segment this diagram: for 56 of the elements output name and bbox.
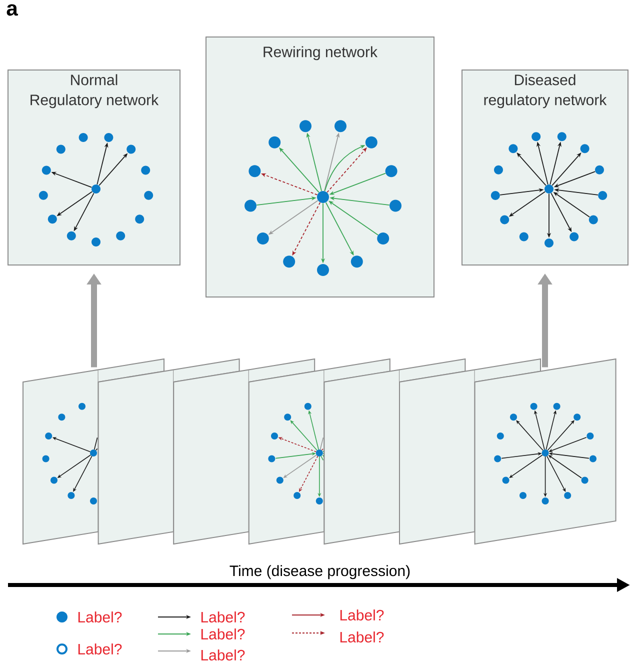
network-node — [48, 214, 57, 224]
legend-label: Label? — [340, 631, 384, 642]
network-panel: Normal Regulatory network — [8, 70, 180, 266]
network-node — [570, 232, 579, 242]
network-node — [500, 215, 510, 224]
network-node — [38, 190, 48, 200]
network-panel: Rewiring network — [206, 36, 434, 298]
network-panel: Diseased regulatory network — [462, 70, 628, 266]
hub-node — [92, 184, 100, 194]
network-node — [390, 200, 402, 212]
hub-node — [544, 184, 554, 194]
axis-label: Time (disease progression) — [230, 565, 410, 580]
network-node — [135, 214, 144, 224]
network-node — [508, 144, 518, 154]
network-node — [377, 232, 390, 244]
network-node — [116, 231, 126, 240]
network-node — [144, 190, 154, 200]
network-node — [588, 215, 598, 224]
network-node — [248, 165, 261, 178]
network-node — [268, 136, 281, 148]
network-node — [580, 144, 590, 154]
network-node — [244, 200, 256, 212]
network-node — [256, 232, 269, 244]
legend-label: Label? — [78, 643, 122, 654]
legend-label: Label? — [201, 649, 245, 660]
panel-letter: a — [6, 4, 18, 16]
hub-node — [317, 191, 329, 203]
network-node — [56, 144, 66, 154]
network-node — [104, 133, 114, 142]
network-node — [92, 238, 100, 246]
network-node — [365, 136, 378, 148]
network-node — [317, 264, 329, 276]
network-node — [557, 132, 566, 142]
network-node — [519, 232, 528, 242]
network-node — [595, 165, 604, 174]
network-node — [532, 132, 541, 142]
arrow — [552, 152, 582, 186]
network-node — [544, 238, 554, 248]
network-node — [126, 144, 136, 154]
network-node — [598, 191, 608, 200]
legend-label: Label? — [340, 609, 384, 620]
network-node — [350, 256, 363, 268]
legend-label: Label? — [201, 611, 245, 622]
network-node — [490, 191, 500, 200]
network-node — [66, 231, 76, 240]
arrow — [516, 152, 546, 186]
network-node — [385, 165, 398, 178]
legend-label: Label? — [201, 628, 245, 640]
network-node — [78, 133, 88, 142]
network-node — [283, 256, 296, 268]
legend-label: Label? — [78, 611, 122, 622]
network-node — [334, 120, 346, 132]
network-node — [141, 166, 150, 175]
network-node — [42, 166, 51, 175]
network-node — [300, 120, 312, 132]
network-node — [494, 165, 503, 174]
